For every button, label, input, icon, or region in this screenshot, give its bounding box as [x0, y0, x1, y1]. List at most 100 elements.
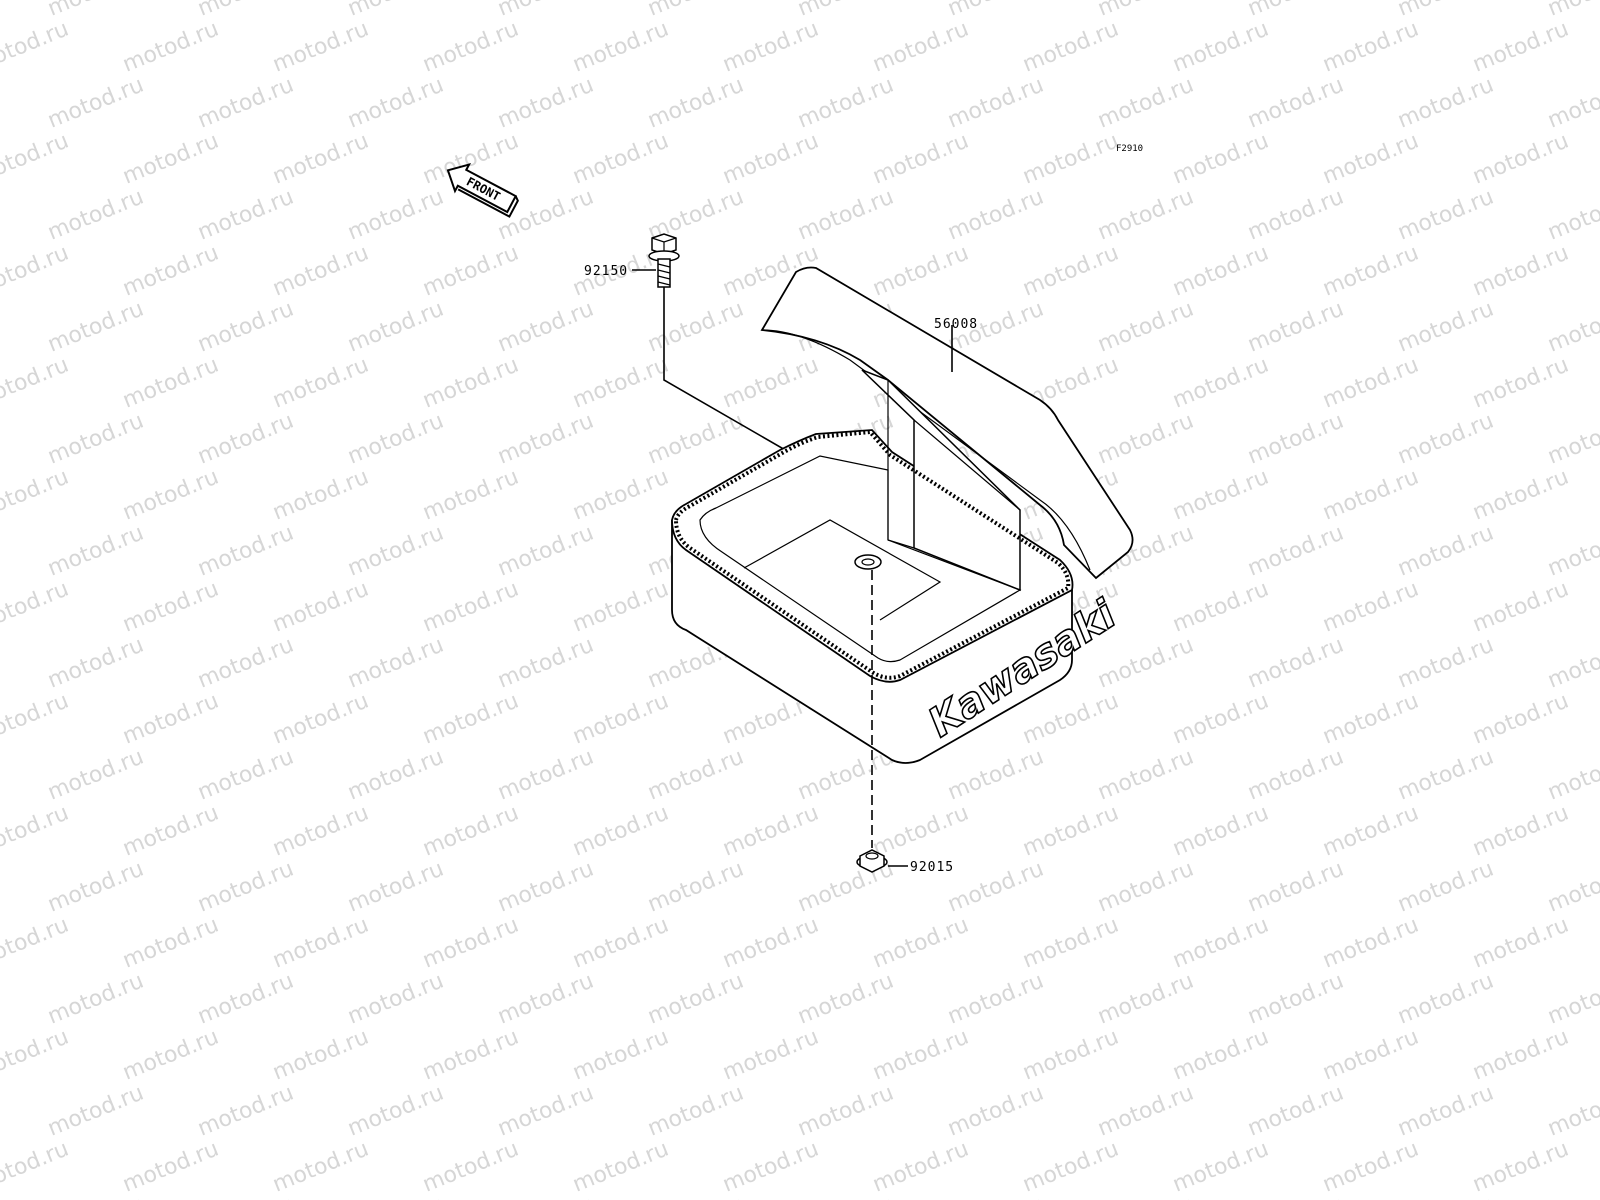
watermark-text: motod.ru: [119, 129, 222, 190]
watermark-text: motod.ru: [569, 465, 672, 526]
watermark-text: motod.ru: [44, 1081, 147, 1142]
watermark-text: motod.ru: [1394, 1081, 1497, 1142]
watermark-text: motod.ru: [644, 745, 747, 806]
watermark-text: motod.ru: [719, 913, 822, 974]
figure-code: F2910: [1116, 144, 1143, 154]
watermark-text: motod.ru: [1244, 521, 1347, 582]
watermark-text: motod.ru: [869, 913, 972, 974]
watermark-text: motod.ru: [44, 185, 147, 246]
watermark-text: motod.ru: [494, 73, 597, 134]
watermark-text: motod.ru: [644, 1081, 747, 1142]
watermark-text: motod.ru: [269, 801, 372, 862]
watermark-text: motod.ru: [0, 801, 72, 862]
watermark-text: motod.ru: [1544, 745, 1600, 806]
watermark-text: motod.ru: [119, 913, 222, 974]
watermark-text: motod.ru: [1244, 857, 1347, 918]
watermark-text: motod.ru: [1319, 1025, 1422, 1086]
watermark-text: motod.ru: [1469, 1137, 1572, 1198]
watermark-text: motod.ru: [1469, 689, 1572, 750]
watermark-text: motod.ru: [1469, 353, 1572, 414]
watermark-text: motod.ru: [0, 1137, 72, 1198]
watermark-text: motod.ru: [344, 297, 447, 358]
watermark-text: motod.ru: [1319, 577, 1422, 638]
watermark-text: motod.ru: [1394, 633, 1497, 694]
watermark-text: motod.ru: [1544, 297, 1600, 358]
watermark-text: motod.ru: [1544, 0, 1600, 22]
watermark-text: motod.ru: [119, 1025, 222, 1086]
watermark-text: motod.ru: [344, 185, 447, 246]
watermark-text: motod.ru: [269, 241, 372, 302]
watermark-text: motod.ru: [194, 745, 297, 806]
watermark-text: motod.ru: [0, 577, 72, 638]
watermark-text: motod.ru: [569, 353, 672, 414]
watermark-text: motod.ru: [269, 913, 372, 974]
part-number-92015: 92015: [910, 860, 954, 875]
watermark-text: motod.ru: [0, 465, 72, 526]
watermark-text: motod.ru: [194, 857, 297, 918]
watermark-text: motod.ru: [1094, 969, 1197, 1030]
watermark-text: motod.ru: [1019, 689, 1122, 750]
watermark-text: motod.ru: [644, 969, 747, 1030]
watermark-text: motod.ru: [1169, 353, 1272, 414]
watermark-text: motod.ru: [44, 73, 147, 134]
watermark-text: motod.ru: [494, 857, 597, 918]
watermark-text: motod.ru: [1394, 73, 1497, 134]
watermark-text: motod.ru: [344, 745, 447, 806]
watermark-text: motod.ru: [344, 857, 447, 918]
watermark-text: motod.ru: [1094, 745, 1197, 806]
watermark-text: motod.ru: [269, 689, 372, 750]
watermark-text: motod.ru: [1094, 1081, 1197, 1142]
watermark-text: motod.ru: [794, 185, 897, 246]
watermark-text: motod.ru: [1019, 913, 1122, 974]
watermark-text: motod.ru: [194, 969, 297, 1030]
watermark-text: motod.ru: [1544, 409, 1600, 470]
watermark-text: motod.ru: [419, 1137, 522, 1198]
watermark-text: motod.ru: [494, 633, 597, 694]
watermark-text: motod.ru: [944, 185, 1047, 246]
watermark-text: motod.ru: [119, 17, 222, 78]
watermark-text: motod.ru: [269, 577, 372, 638]
watermark-text: motod.ru: [344, 969, 447, 1030]
watermark-text: motod.ru: [1319, 689, 1422, 750]
watermark-text: motod.ru: [1394, 857, 1497, 918]
watermark-text: motod.ru: [1244, 297, 1347, 358]
watermark-text: motod.ru: [1544, 857, 1600, 918]
watermark-text: motod.ru: [944, 857, 1047, 918]
watermark-text: motod.ru: [1244, 409, 1347, 470]
watermark-text: motod.ru: [869, 241, 972, 302]
watermark-text: motod.ru: [1469, 17, 1572, 78]
watermark-text: motod.ru: [344, 521, 447, 582]
watermark-text: motod.ru: [269, 129, 372, 190]
watermark-text: motod.ru: [1019, 241, 1122, 302]
watermark-text: motod.ru: [1469, 1025, 1572, 1086]
watermark-text: motod.ru: [494, 745, 597, 806]
watermark-text: motod.ru: [494, 409, 597, 470]
watermark-text: motod.ru: [119, 577, 222, 638]
watermark-text: motod.ru: [344, 1081, 447, 1142]
watermark-text: motod.ru: [869, 17, 972, 78]
watermark-text: motod.ru: [1544, 1193, 1600, 1200]
watermark-text: motod.ru: [569, 1025, 672, 1086]
watermark-text: motod.ru: [1469, 577, 1572, 638]
watermark-text: motod.ru: [194, 1081, 297, 1142]
watermark-text: motod.ru: [494, 969, 597, 1030]
watermark-text: motod.ru: [794, 73, 897, 134]
watermark-text: motod.ru: [44, 633, 147, 694]
watermark-text: motod.ru: [644, 857, 747, 918]
watermark-text: motod.ru: [719, 1025, 822, 1086]
watermark-text: motod.ru: [719, 353, 822, 414]
watermark-text: motod.ru: [1244, 745, 1347, 806]
watermark-text: motod.ru: [419, 241, 522, 302]
watermark-text: motod.ru: [1544, 185, 1600, 246]
watermark-text: motod.ru: [44, 297, 147, 358]
watermark-text: motod.ru: [794, 1081, 897, 1142]
watermark-text: motod.ru: [0, 353, 72, 414]
watermark-text: motod.ru: [419, 801, 522, 862]
watermark-text: motod.ru: [1169, 689, 1272, 750]
watermark-text: motod.ru: [1469, 465, 1572, 526]
watermark-text: motod.ru: [1094, 633, 1197, 694]
watermark-text: motod.ru: [194, 73, 297, 134]
watermark-text: motod.ru: [569, 801, 672, 862]
watermark-text: motod.ru: [419, 17, 522, 78]
watermark-text: motod.ru: [719, 1137, 822, 1198]
